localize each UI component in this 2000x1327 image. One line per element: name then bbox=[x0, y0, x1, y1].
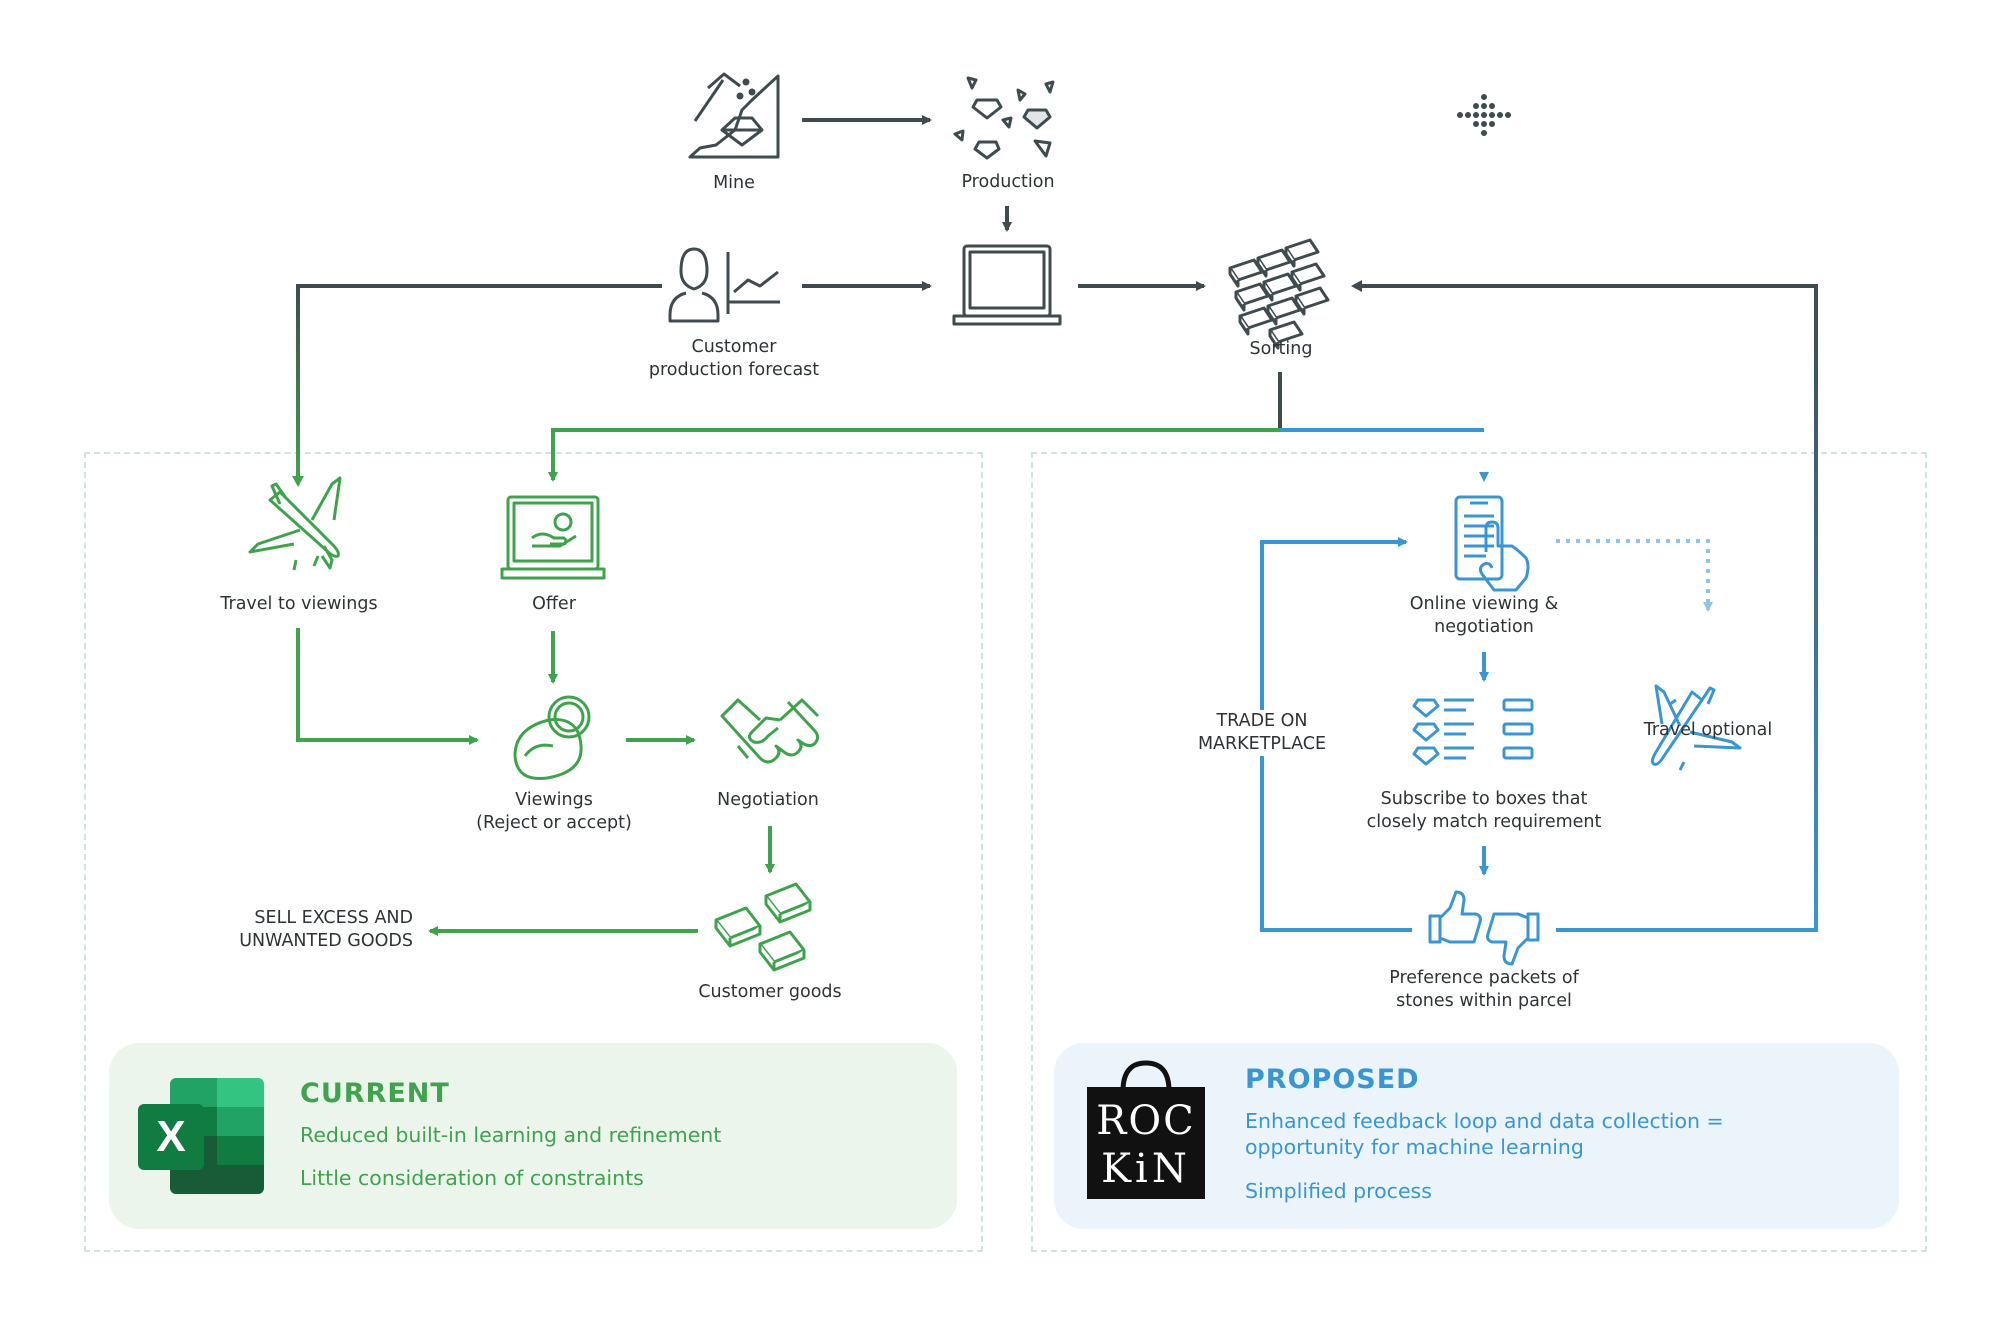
travel-label: Travel to viewings bbox=[220, 594, 378, 614]
viewings-label: Viewings (Reject or accept) bbox=[476, 790, 632, 833]
preference-label: Preference packets of stones within parc… bbox=[1389, 968, 1579, 1011]
trade-label: TRADE ON MARKETPLACE bbox=[1162, 710, 1362, 756]
mine-icon bbox=[688, 72, 780, 159]
current-line-2: Little consideration of constraints bbox=[300, 1166, 644, 1190]
travel-optional-label: Travel optional bbox=[1643, 720, 1773, 740]
production-gems-icon bbox=[953, 76, 1055, 160]
handshake-icon bbox=[720, 698, 820, 764]
arrow-forecast-travel bbox=[296, 284, 662, 480]
thumbs-up-down-icon bbox=[1428, 890, 1540, 966]
plane-optional-icon bbox=[1650, 684, 1742, 771]
customer-goods-icon bbox=[714, 882, 812, 972]
forecast-person-icon bbox=[668, 247, 780, 323]
forecast-label: Customer production forecast bbox=[648, 337, 820, 380]
current-panel bbox=[84, 452, 983, 1252]
rockin-text-1: ROC bbox=[1096, 1098, 1196, 1144]
sorting-boxes-icon bbox=[1228, 238, 1330, 350]
proposed-line-2: Simplified process bbox=[1245, 1179, 1432, 1203]
plane-icon bbox=[248, 476, 342, 571]
arrow-online-travel-optional bbox=[1556, 539, 1713, 612]
proposed-line-1: Enhanced feedback loop and data collecti… bbox=[1245, 1109, 1724, 1159]
arrow-preference-sorting bbox=[1356, 284, 1818, 932]
current-line-1: Reduced built-in learning and refinement bbox=[300, 1123, 722, 1147]
customer-goods-label: Customer goods bbox=[698, 982, 842, 1002]
mine-label: Mine bbox=[713, 173, 755, 193]
tablet-hand-icon bbox=[1454, 495, 1530, 592]
production-label: Production bbox=[961, 172, 1055, 192]
loupe-icon bbox=[513, 695, 591, 781]
sorting-label: Sorting bbox=[1249, 339, 1313, 359]
proposed-panel bbox=[1031, 452, 1927, 1252]
dots-source-icon bbox=[1457, 94, 1511, 136]
proposed-title: PROPOSED bbox=[1245, 1064, 1420, 1095]
rockin-text-2: KiN bbox=[1101, 1146, 1191, 1192]
excel-logo: X bbox=[138, 1078, 264, 1194]
offer-laptop-icon bbox=[500, 495, 606, 580]
offer-label: Offer bbox=[532, 594, 576, 614]
subscribe-list-icon bbox=[1412, 698, 1534, 766]
bag-handle-icon bbox=[1087, 1060, 1205, 1199]
rockin-logo: ROC KiN bbox=[1087, 1057, 1205, 1199]
negotiation-label: Negotiation bbox=[717, 790, 819, 810]
arrow-travel-viewings bbox=[296, 628, 479, 745]
current-title: CURRENT bbox=[300, 1078, 450, 1109]
subscribe-label: Subscribe to boxes that closely match re… bbox=[1366, 789, 1602, 832]
laptop-icon bbox=[952, 244, 1062, 326]
online-label: Online viewing & negotiation bbox=[1409, 594, 1559, 637]
arrow-sorting-offer bbox=[548, 428, 1280, 482]
sell-excess-label: SELL EXCESS AND UNWANTED GOODS bbox=[239, 908, 413, 951]
excel-letter: X bbox=[138, 1104, 204, 1170]
